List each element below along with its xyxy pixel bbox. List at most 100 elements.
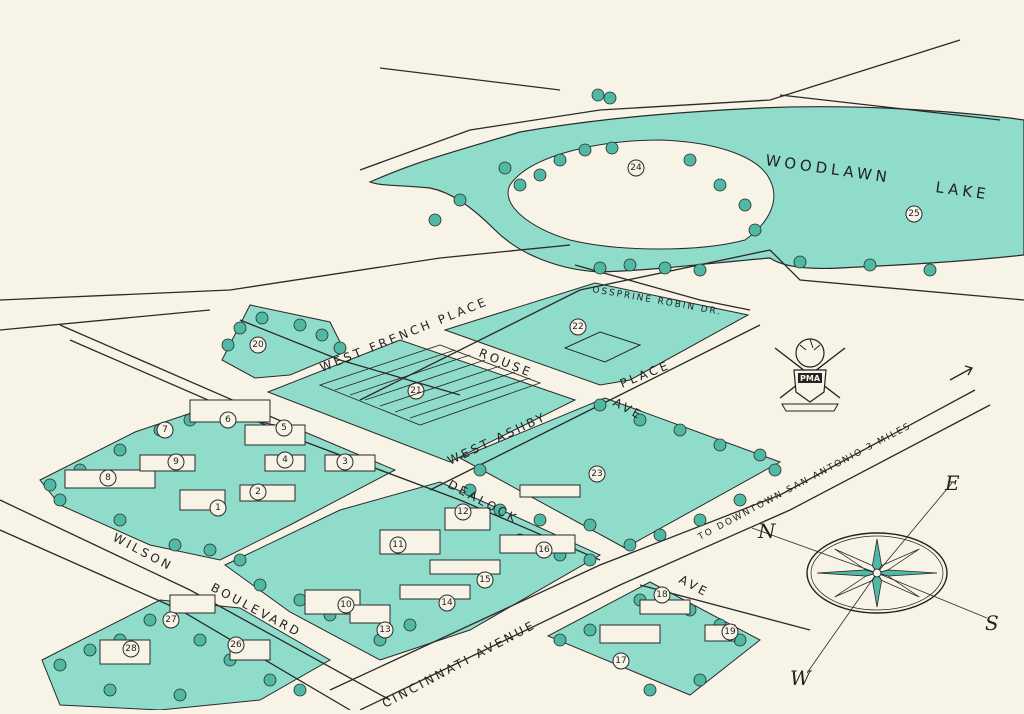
building — [379, 529, 441, 555]
landmark-number: 21 — [410, 386, 421, 396]
building — [599, 624, 661, 644]
landmark-marker-27: 27 — [162, 611, 180, 629]
tree — [603, 91, 617, 105]
tree — [293, 683, 307, 697]
landmark-marker-20: 20 — [249, 336, 267, 354]
building — [239, 484, 296, 502]
landmark-marker-8: 8 — [99, 469, 117, 487]
building — [349, 604, 391, 624]
landmark-marker-16: 16 — [535, 541, 553, 559]
compass-needle — [751, 527, 878, 574]
tree — [513, 178, 527, 192]
compass-label-e: E — [944, 471, 960, 495]
landmark-number: 25 — [908, 209, 919, 219]
tree — [53, 658, 67, 672]
landmark-marker-19: 19 — [721, 623, 739, 641]
landmark-marker-17: 17 — [612, 652, 630, 670]
tree — [923, 263, 937, 277]
landmark-marker-3: 3 — [336, 453, 354, 471]
landmark-number: 18 — [656, 590, 668, 600]
tree — [403, 618, 417, 632]
tree — [653, 528, 667, 542]
building — [139, 454, 196, 472]
landmark-number: 14 — [441, 598, 453, 608]
landmark-number: 5 — [281, 423, 287, 433]
tree — [255, 311, 269, 325]
tree — [583, 553, 597, 567]
tree — [693, 673, 707, 687]
landmark-number: 10 — [340, 600, 352, 610]
tree — [463, 483, 477, 497]
building — [519, 484, 581, 498]
tree — [53, 493, 67, 507]
tree — [748, 223, 762, 237]
tree — [173, 688, 187, 702]
tree — [583, 518, 597, 532]
tree — [493, 503, 507, 517]
landmark-marker-4: 4 — [276, 451, 294, 469]
lake-island — [507, 139, 775, 250]
landmark-number: 22 — [572, 322, 583, 332]
landmark-number: 3 — [342, 457, 348, 467]
landmark-number: 20 — [252, 340, 264, 350]
tree — [293, 593, 307, 607]
landmark-marker-24: 24 — [627, 159, 645, 177]
landmark-number: 13 — [379, 625, 390, 635]
landmark-marker-22: 22 — [569, 318, 587, 336]
tree — [113, 513, 127, 527]
tree — [713, 178, 727, 192]
tree — [103, 683, 117, 697]
tree — [863, 258, 877, 272]
tree — [593, 398, 607, 412]
tree — [605, 141, 619, 155]
compass-label-n: N — [757, 519, 777, 543]
tree — [168, 538, 182, 552]
building — [429, 559, 501, 575]
tree — [753, 448, 767, 462]
football-field — [318, 344, 542, 426]
block-21 — [266, 339, 577, 463]
landmark-number: 23 — [591, 469, 602, 479]
tree — [768, 463, 782, 477]
tree — [263, 673, 277, 687]
tree — [533, 513, 547, 527]
landmark-marker-2: 2 — [249, 483, 267, 501]
building — [399, 584, 471, 600]
tree — [233, 553, 247, 567]
tree — [623, 258, 637, 272]
tree — [193, 633, 207, 647]
tree — [683, 153, 697, 167]
landmark-marker-18: 18 — [653, 586, 671, 604]
landmark-marker-26: 26 — [227, 636, 245, 654]
baseball-diamond — [563, 331, 642, 363]
tree — [43, 478, 57, 492]
landmark-marker-25: 25 — [905, 205, 923, 223]
academy-crest: PMA — [774, 338, 846, 412]
landmark-number: 11 — [392, 540, 403, 550]
tree — [203, 543, 217, 557]
landmark-number: 12 — [457, 507, 468, 517]
compass-point — [834, 548, 878, 574]
tree — [578, 143, 592, 157]
compass-needle — [876, 572, 988, 619]
downtown-arrow — [949, 365, 973, 381]
landmark-number: 15 — [479, 575, 490, 585]
tree — [693, 263, 707, 277]
compass-label-s: S — [985, 611, 999, 635]
tree — [673, 423, 687, 437]
tree — [643, 683, 657, 697]
landmark-marker-15: 15 — [476, 571, 494, 589]
compass-rose — [751, 482, 988, 674]
landmark-markers: 1234567891011121314151617181920212223242… — [99, 159, 923, 670]
landmark-number: 8 — [105, 473, 111, 483]
tree — [315, 328, 329, 342]
landmark-marker-10: 10 — [337, 596, 355, 614]
tree — [428, 213, 442, 227]
landmark-number: 27 — [165, 615, 176, 625]
landmark-marker-6: 6 — [219, 411, 237, 429]
landmark-marker-14: 14 — [438, 594, 456, 612]
tree — [221, 338, 235, 352]
tree — [738, 198, 752, 212]
compass-needle — [806, 572, 878, 674]
landmark-marker-11: 11 — [389, 536, 407, 554]
